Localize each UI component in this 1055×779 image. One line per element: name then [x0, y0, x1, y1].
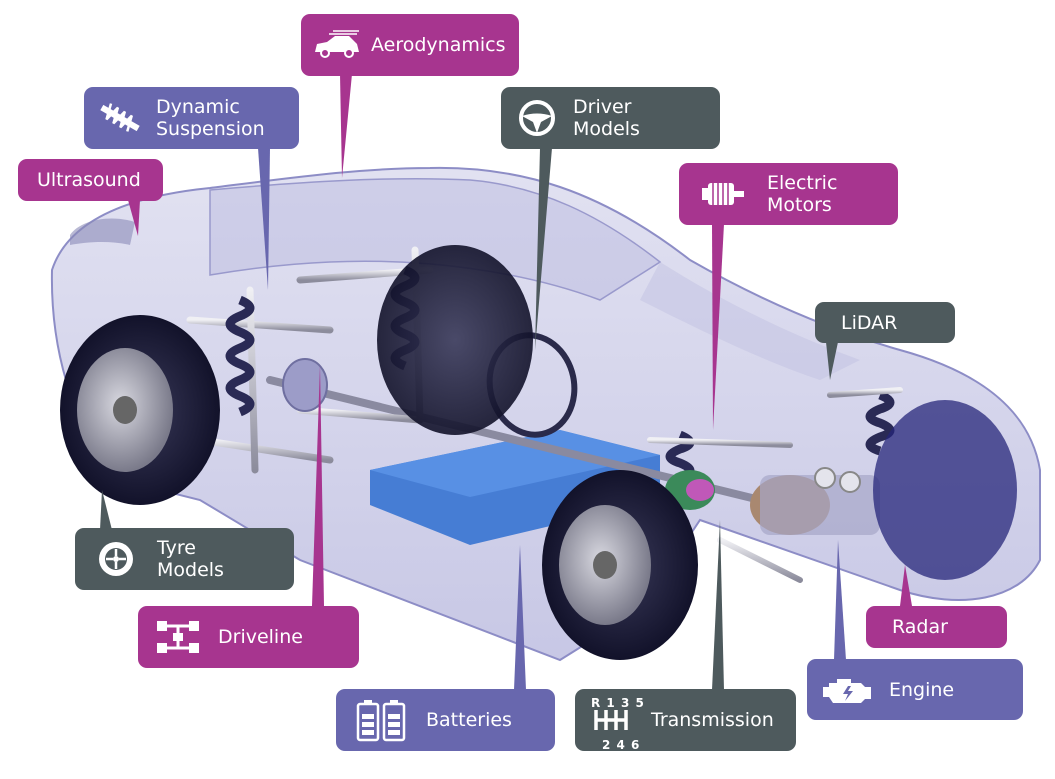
driveline-label: Driveline [138, 606, 359, 668]
tyre-models-label: Tyre Models [75, 528, 294, 590]
tyre-icon [75, 539, 157, 579]
driver-models-text: Driver Models [573, 96, 640, 140]
rear-differential [282, 358, 328, 412]
car-airflow-icon [301, 30, 371, 60]
coil-spring-icon [84, 102, 156, 134]
electric-motor [665, 470, 715, 510]
electric-motors-text: Electric Motors [767, 172, 838, 216]
batteries-text: Batteries [426, 709, 512, 731]
driveline-icon [138, 619, 218, 655]
engine-label: Engine [807, 659, 1023, 720]
rear-left-wheel [60, 315, 220, 505]
driveline-text: Driveline [218, 626, 303, 648]
engine-icon [807, 673, 889, 707]
ultrasound-label: Ultrasound [18, 159, 163, 201]
gear-pattern-top: R 1 3 5 [591, 696, 645, 710]
ultrasound-text: Ultrasound [37, 169, 141, 191]
lidar-text: LiDAR [841, 311, 898, 334]
transmission-label: R 1 3 5 2 4 6 Transmission [575, 689, 796, 752]
front-suspension [647, 387, 903, 583]
front-right-wheel [873, 400, 1017, 580]
aerodynamics-label: Aerodynamics [301, 14, 519, 76]
engine-block [750, 467, 880, 535]
battery-icon [336, 698, 426, 742]
electric-motor-icon [679, 179, 767, 209]
dynamic-suspension-label: Dynamic Suspension [84, 87, 299, 149]
radar-label: Radar [866, 606, 1007, 648]
front-left-wheel [542, 470, 698, 660]
electric-motors-label: Electric Motors [679, 163, 898, 225]
engine-text: Engine [889, 678, 955, 701]
tyre-models-text: Tyre Models [157, 537, 224, 581]
gear-shift-icon: R 1 3 5 2 4 6 [575, 689, 651, 752]
lidar-label: LiDAR [815, 302, 955, 343]
aerodynamics-text: Aerodynamics [371, 34, 506, 56]
batteries-label: Batteries [336, 689, 555, 751]
radar-text: Radar [892, 616, 948, 638]
driver-models-label: Driver Models [501, 87, 720, 149]
dynamic-suspension-text: Dynamic Suspension [156, 96, 265, 140]
steering-wheel-icon [501, 98, 573, 138]
transmission-text: Transmission [651, 709, 774, 731]
car-body [50, 166, 1041, 662]
rear-right-wheel [377, 245, 533, 435]
gear-pattern-bottom: 2 4 6 [602, 738, 641, 752]
leader-lines [100, 74, 912, 690]
